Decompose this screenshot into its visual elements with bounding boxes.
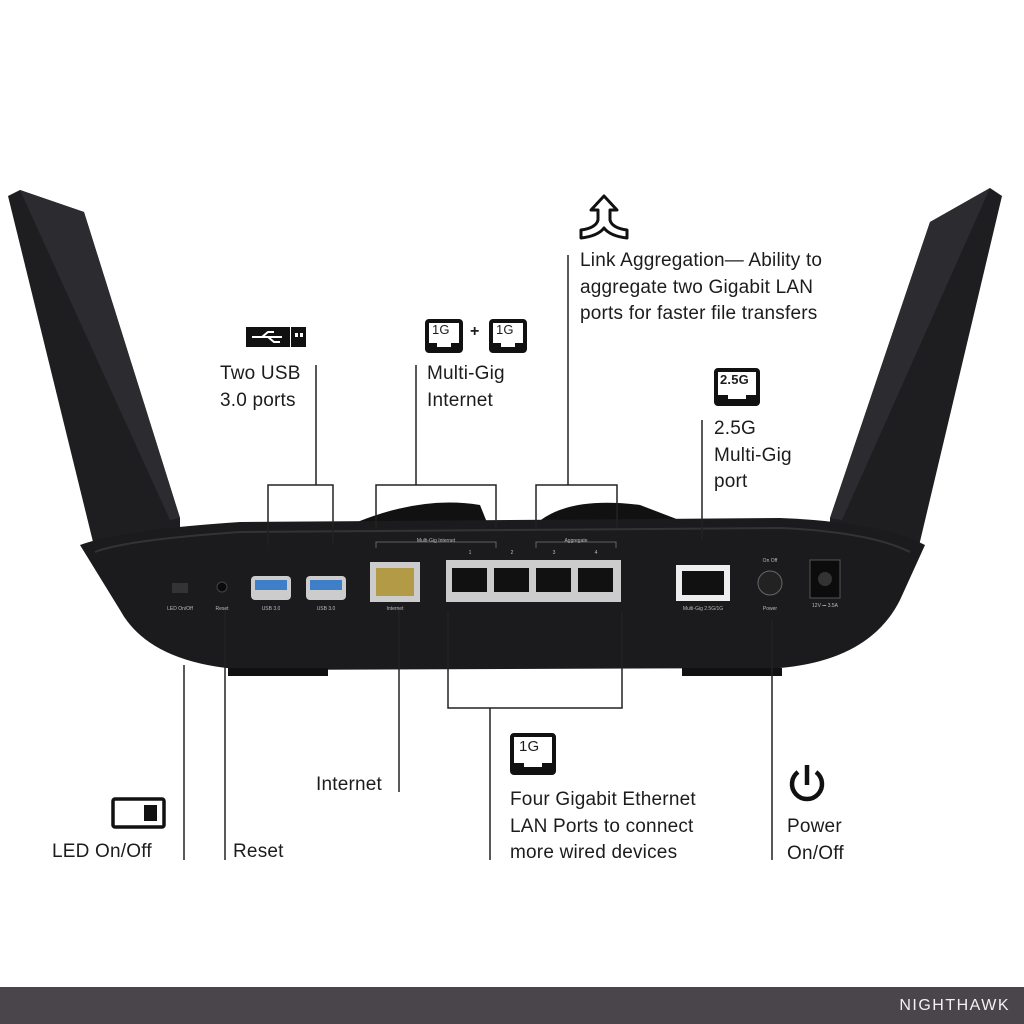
power-label: Power On/Off	[787, 814, 844, 867]
label-line: 3.0 ports	[220, 389, 296, 411]
usb-port-2[interactable]	[306, 576, 346, 600]
led-switch[interactable]	[172, 583, 188, 593]
plus-sign: +	[470, 323, 480, 340]
label-line: Four Gigabit Ethernet	[510, 789, 696, 810]
label-line: port	[714, 471, 748, 492]
router-label-port: 4	[594, 550, 598, 556]
router-label-port: 3	[552, 550, 556, 556]
router-label-reset: Reset	[215, 606, 229, 612]
badge-1g: 1G	[432, 322, 450, 337]
reset-label: Reset	[233, 841, 284, 862]
usb-port-1[interactable]	[251, 576, 291, 600]
label-line: On/Off	[787, 842, 844, 864]
label-line: Two USB	[220, 363, 301, 384]
ethernet-1g-icon	[489, 319, 527, 353]
label-line: LAN Ports to connect	[510, 815, 694, 837]
lan-port[interactable]	[494, 568, 529, 592]
router-label-multigig: Multi-Gig 2.5G/1G	[682, 606, 724, 612]
label-line: Multi-Gig	[427, 363, 505, 384]
router-label-dc: 12V ⎓ 3.5A	[812, 603, 838, 609]
router-label-multigig-internet: Multi-Gig Internet	[416, 538, 456, 544]
badge-2.5g: 2.5G	[720, 372, 749, 387]
router-label-power: Power	[762, 606, 778, 612]
led-label: LED On/Off	[52, 841, 152, 862]
multigig-port[interactable]	[676, 565, 730, 601]
lan-label: Four Gigabit Ethernet LAN Ports to conne…	[510, 787, 696, 867]
brand-logo: NIGHTHAWK	[899, 997, 1010, 1014]
router-label-internet: Internet	[386, 606, 404, 612]
router-label-led: LED On/Off	[167, 606, 193, 612]
lan-port[interactable]	[452, 568, 487, 592]
label-line: more wired devices	[510, 842, 678, 863]
router-label-port: 2	[510, 550, 514, 556]
label-line: Power	[787, 816, 842, 837]
dc-jack	[809, 559, 841, 599]
label-line: Link Aggregation— Ability to	[580, 250, 823, 271]
toggle-switch-icon	[111, 797, 166, 829]
ethernet-1g-icon	[425, 319, 463, 353]
router-label-usb: USB 3.0	[261, 606, 281, 612]
multigig-port-label: 2.5G Multi-Gig port	[714, 416, 792, 496]
label-line: Multi-Gig	[714, 444, 792, 466]
right-antenna	[830, 188, 1002, 550]
badge-1g: 1G	[496, 322, 514, 337]
callout-lines	[183, 255, 773, 860]
link-aggregation-label: Link Aggregation— Ability to aggregate t…	[580, 248, 822, 328]
ethernet-1g-icon	[510, 733, 556, 775]
reset-button[interactable]	[216, 581, 228, 593]
label-line: 2.5G	[714, 418, 756, 439]
power-icon	[789, 765, 825, 802]
lan-port[interactable]	[536, 568, 571, 592]
router-label-onoff: On Off	[762, 558, 778, 564]
lan-port[interactable]	[578, 568, 613, 592]
router-label-usb: USB 3.0	[316, 606, 336, 612]
router-label-aggregate: Aggregate	[564, 538, 588, 544]
label-line: ports for faster file transfers	[580, 303, 818, 324]
footer-bar: NIGHTHAWK	[0, 987, 1024, 1024]
multigig-internet-label: Multi-Gig Internet	[427, 361, 505, 414]
label-line: Internet	[427, 389, 494, 411]
power-button[interactable]	[757, 570, 783, 596]
badge-1g: 1G	[519, 738, 540, 755]
internet-label: Internet	[316, 774, 383, 795]
left-antenna	[8, 190, 180, 550]
label-line: aggregate two Gigabit LAN	[580, 276, 814, 298]
ethernet-2.5g-icon	[714, 368, 760, 406]
usb-label: Two USB 3.0 ports	[220, 361, 301, 414]
usb-icon	[246, 327, 306, 347]
merge-arrows-icon	[579, 194, 629, 240]
router-label-port: 1	[468, 550, 472, 556]
internet-port[interactable]	[370, 562, 420, 602]
